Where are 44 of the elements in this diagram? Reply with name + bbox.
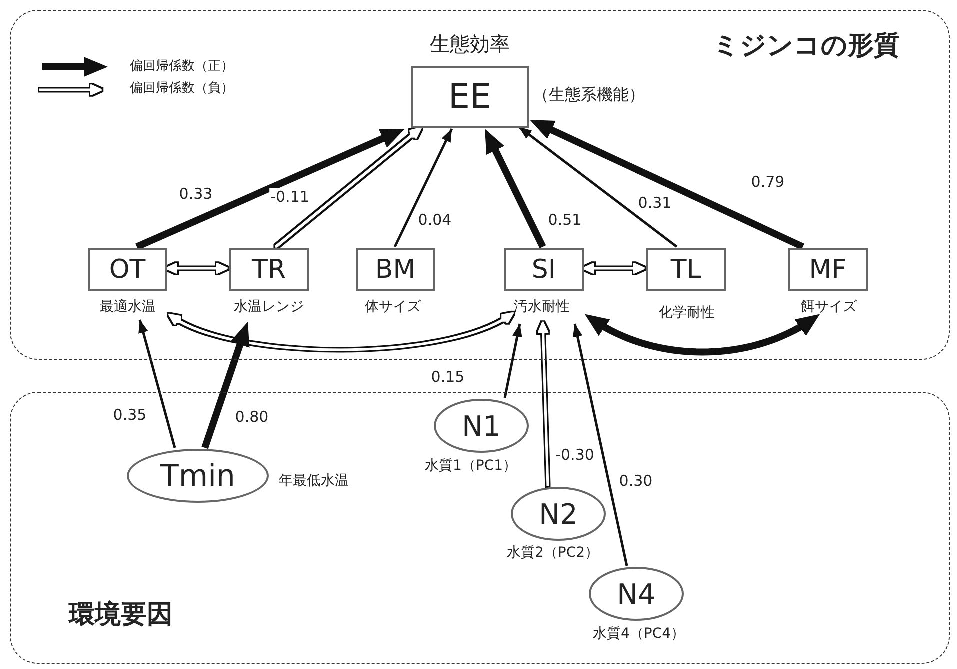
arrow (504, 324, 522, 398)
arrow (168, 312, 514, 351)
node-label: 水温レンジ (234, 298, 304, 316)
variable-ellipse: N1 (434, 399, 529, 453)
variable-box: TR (229, 248, 309, 291)
arrow (485, 129, 546, 249)
variable-ellipse: Tmin (127, 449, 269, 503)
heading: 生態効率 (430, 31, 510, 57)
arrow (276, 128, 422, 248)
arrow (394, 128, 454, 248)
node-label: 体サイズ (365, 298, 421, 316)
node-label: 年最低水温 (279, 472, 349, 490)
region-title: ミジンコの形質 (713, 30, 900, 63)
variable-box: MF (788, 248, 868, 291)
arrow (166, 264, 228, 274)
arrow (138, 320, 176, 448)
region-title: 環境要因 (69, 599, 173, 632)
node-label: 餌サイズ (801, 298, 857, 316)
arrow (202, 322, 250, 450)
node-label: 最適水温 (100, 298, 156, 316)
variable-box: TL (646, 248, 726, 291)
node-label: 水質4（PC4） (592, 625, 686, 643)
arrow (136, 129, 405, 250)
variable-ellipse: N4 (589, 567, 684, 621)
node-label: 汚水耐性 (514, 298, 570, 316)
dashed-region (10, 10, 950, 360)
variable-box: OT (88, 248, 167, 291)
variable-ellipse: N2 (511, 487, 606, 541)
arrow (572, 324, 628, 566)
variable-box: EE (411, 66, 529, 128)
arrow (518, 126, 678, 248)
node-label: 水質1（PC1） (424, 457, 518, 475)
arrow (583, 264, 645, 274)
variable-box: BM (356, 248, 435, 291)
dashed-region (10, 392, 950, 664)
arrow (538, 322, 549, 486)
node-label: 化学耐性 (659, 304, 715, 322)
arrow (584, 314, 820, 356)
legend-label: 偏回帰係数（正） (130, 58, 234, 76)
node-label: 水質2（PC2） (506, 544, 600, 562)
variable-box: SI (504, 248, 584, 291)
arrow (530, 120, 804, 250)
node-label: （生態系機能） (533, 86, 645, 104)
legend-label: 偏回帰係数（負） (130, 80, 234, 98)
